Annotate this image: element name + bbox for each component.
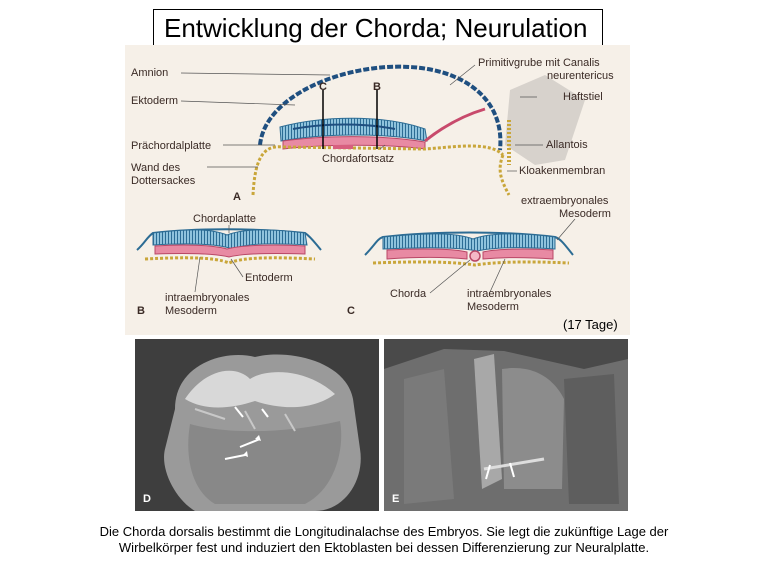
label-allantois: Allantois (546, 139, 588, 151)
figure-letter-c: C (347, 305, 355, 317)
label-mesoderm-extra: Mesoderm (559, 208, 611, 220)
primitivgrube-shape (424, 107, 486, 143)
chorda-c-shape (469, 250, 481, 262)
haftstiel-shape (505, 75, 585, 165)
sem-letter-d: D (143, 493, 151, 505)
label-dottersackes: Dottersackes (131, 175, 196, 187)
label-haftstiel: Haftstiel (563, 91, 603, 103)
amnion-shape (258, 64, 503, 151)
embryo-diagram-panel: Amnion Ektoderm Prächordalplatte Wand de… (125, 45, 630, 335)
chordafortsatz-shape (333, 145, 353, 149)
neuralplatte-c-shape (382, 233, 556, 252)
label-chordaplatte: Chordaplatte (193, 213, 256, 225)
sem-image-d: D (135, 339, 379, 511)
label-amnion: Amnion (131, 67, 169, 79)
page-title: Entwicklung der Chorda; Neurulation (153, 9, 603, 47)
mesoderm-c-shape (482, 248, 554, 260)
dottersack-wall-shape (251, 144, 505, 196)
label-intraembryonales-c: intraembryonales (467, 288, 552, 300)
label-primitivgrube: Primitivgrube mit Canalis (478, 57, 600, 69)
label-kloakenmembran: Kloakenmembran (519, 165, 606, 177)
label-chordafortsatz: Chordafortsatz (322, 153, 395, 165)
section-mark-b: B (373, 81, 381, 93)
label-entoderm: Entoderm (245, 272, 293, 284)
mesoderm-b-shape (154, 244, 306, 258)
label-extraembryonales: extraembryonales (521, 195, 609, 207)
caption-line-2: Wirbelkörper fest und induziert den Ekto… (118, 540, 650, 555)
sem-e-illustration (384, 339, 628, 511)
label-wand-des: Wand des (131, 162, 181, 174)
figure-letter-a: A (233, 191, 241, 203)
section-mark-c: C (319, 81, 327, 93)
label-chorda: Chorda (390, 288, 427, 300)
sem-letter-e: E (392, 493, 400, 505)
label-mesoderm-b: Mesoderm (165, 305, 217, 317)
caption: Die Chorda dorsalis bestimmt die Longitu… (20, 524, 748, 556)
label-mesoderm-c: Mesoderm (467, 301, 519, 313)
entoderm-b-shape (144, 256, 316, 265)
sem-d-illustration (135, 339, 379, 511)
caption-line-1: Die Chorda dorsalis bestimmt die Longitu… (99, 524, 669, 539)
label-ektoderm: Ektoderm (131, 95, 179, 107)
neuralplatte-b-shape (152, 229, 308, 250)
duration-label: (17 Tage) (563, 317, 618, 332)
label-praechordalplatte: Prächordalplatte (131, 140, 212, 152)
label-neurentericus: neurentericus (547, 70, 614, 82)
label-intraembryonales-b: intraembryonales (165, 292, 250, 304)
embryo-illustration (136, 64, 585, 294)
figure-letter-b: B (137, 305, 145, 317)
sem-image-e: E (384, 339, 628, 511)
